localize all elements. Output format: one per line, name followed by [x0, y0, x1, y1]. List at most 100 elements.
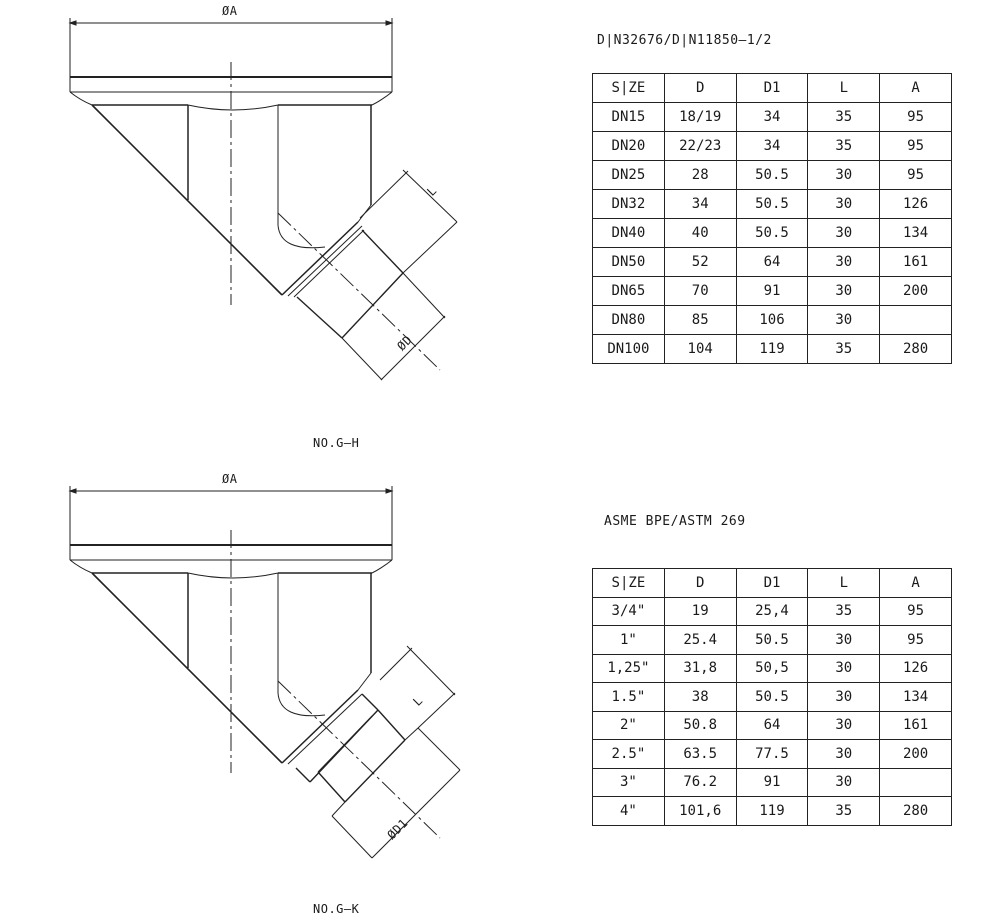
- table-cell: 35: [807, 596, 881, 626]
- table-cell: 31,8: [663, 653, 737, 683]
- table-cell: 280: [879, 334, 952, 364]
- table-cell: 119: [735, 334, 809, 364]
- table-cell: DN65: [592, 276, 665, 306]
- table-cell: 119: [735, 796, 809, 826]
- table-cell: 35: [807, 334, 881, 364]
- table-cell: 77.5: [735, 739, 809, 769]
- table-cell: 95: [879, 131, 952, 161]
- table-cell: DN20: [592, 131, 665, 161]
- table-cell: 1.5": [592, 682, 665, 712]
- table-cell: 40: [663, 218, 737, 248]
- table-cell: DN15: [592, 102, 665, 132]
- table-cell: 25,4: [735, 596, 809, 626]
- table-cell: 2.5": [592, 739, 665, 769]
- table-cell: 30: [807, 739, 881, 769]
- table-cell: 35: [807, 102, 881, 132]
- table-cell: 161: [879, 710, 952, 740]
- table-cell: 101,6: [663, 796, 737, 826]
- table-cell: 30: [807, 625, 881, 655]
- table-cell: 70: [663, 276, 737, 306]
- table-cell: 22/23: [663, 131, 737, 161]
- table-cell: 91: [735, 276, 809, 306]
- table-cell: 30: [807, 767, 881, 797]
- table-cell: 38: [663, 682, 737, 712]
- table-cell: 50,5: [735, 653, 809, 683]
- table-cell: 1,25": [592, 653, 665, 683]
- table-cell: DN80: [592, 305, 665, 335]
- column-header: D: [663, 73, 737, 103]
- table-cell: 34: [735, 131, 809, 161]
- table-cell: 30: [807, 710, 881, 740]
- table-cell: DN50: [592, 247, 665, 277]
- drawing-g-h: [69, 17, 458, 381]
- table-cell: 34: [663, 189, 737, 219]
- column-header: L: [807, 73, 881, 103]
- table-cell: 50.5: [735, 160, 809, 190]
- table-cell: DN32: [592, 189, 665, 219]
- table-cell: 30: [807, 276, 881, 306]
- column-header: S|ZE: [592, 568, 665, 598]
- table-cell: 134: [879, 682, 952, 712]
- table-cell: 19: [663, 596, 737, 626]
- table-cell: 18/19: [663, 102, 737, 132]
- table-cell: DN25: [592, 160, 665, 190]
- column-header: S|ZE: [592, 73, 665, 103]
- table-cell: 64: [735, 247, 809, 277]
- table-cell: 200: [879, 276, 952, 306]
- table-cell: 3": [592, 767, 665, 797]
- dimension-a-label: ØA: [222, 472, 238, 486]
- table-cell: 50.5: [735, 189, 809, 219]
- table-cell: 95: [879, 625, 952, 655]
- drawing-g-k: [69, 485, 461, 859]
- table-cell: 126: [879, 653, 952, 683]
- table-cell: 30: [807, 653, 881, 683]
- table-cell: 52: [663, 247, 737, 277]
- table-cell: 200: [879, 739, 952, 769]
- table-cell: 50.5: [735, 625, 809, 655]
- column-header: A: [879, 568, 952, 598]
- table-cell: 280: [879, 796, 952, 826]
- table-cell: DN40: [592, 218, 665, 248]
- table-cell: 64: [735, 710, 809, 740]
- table-cell: [879, 305, 952, 335]
- table-cell: 30: [807, 305, 881, 335]
- table-cell: 134: [879, 218, 952, 248]
- table-cell: 50.8: [663, 710, 737, 740]
- column-header: D: [663, 568, 737, 598]
- table-cell: 3/4": [592, 596, 665, 626]
- table-cell: 30: [807, 160, 881, 190]
- table-cell: DN100: [592, 334, 665, 364]
- column-header: A: [879, 73, 952, 103]
- table-cell: 95: [879, 596, 952, 626]
- table-cell: 126: [879, 189, 952, 219]
- table-cell: 50.5: [735, 682, 809, 712]
- table-cell: 30: [807, 189, 881, 219]
- column-header: L: [807, 568, 881, 598]
- table-cell: 63.5: [663, 739, 737, 769]
- column-header: D1: [735, 73, 809, 103]
- table-cell: 35: [807, 131, 881, 161]
- table-title: ASME BPE/ASTM 269: [604, 514, 746, 529]
- table-cell: 2": [592, 710, 665, 740]
- table-cell: 106: [735, 305, 809, 335]
- table-cell: 35: [807, 796, 881, 826]
- table-cell: 50.5: [735, 218, 809, 248]
- drawing-caption: NO.G—K: [313, 902, 360, 916]
